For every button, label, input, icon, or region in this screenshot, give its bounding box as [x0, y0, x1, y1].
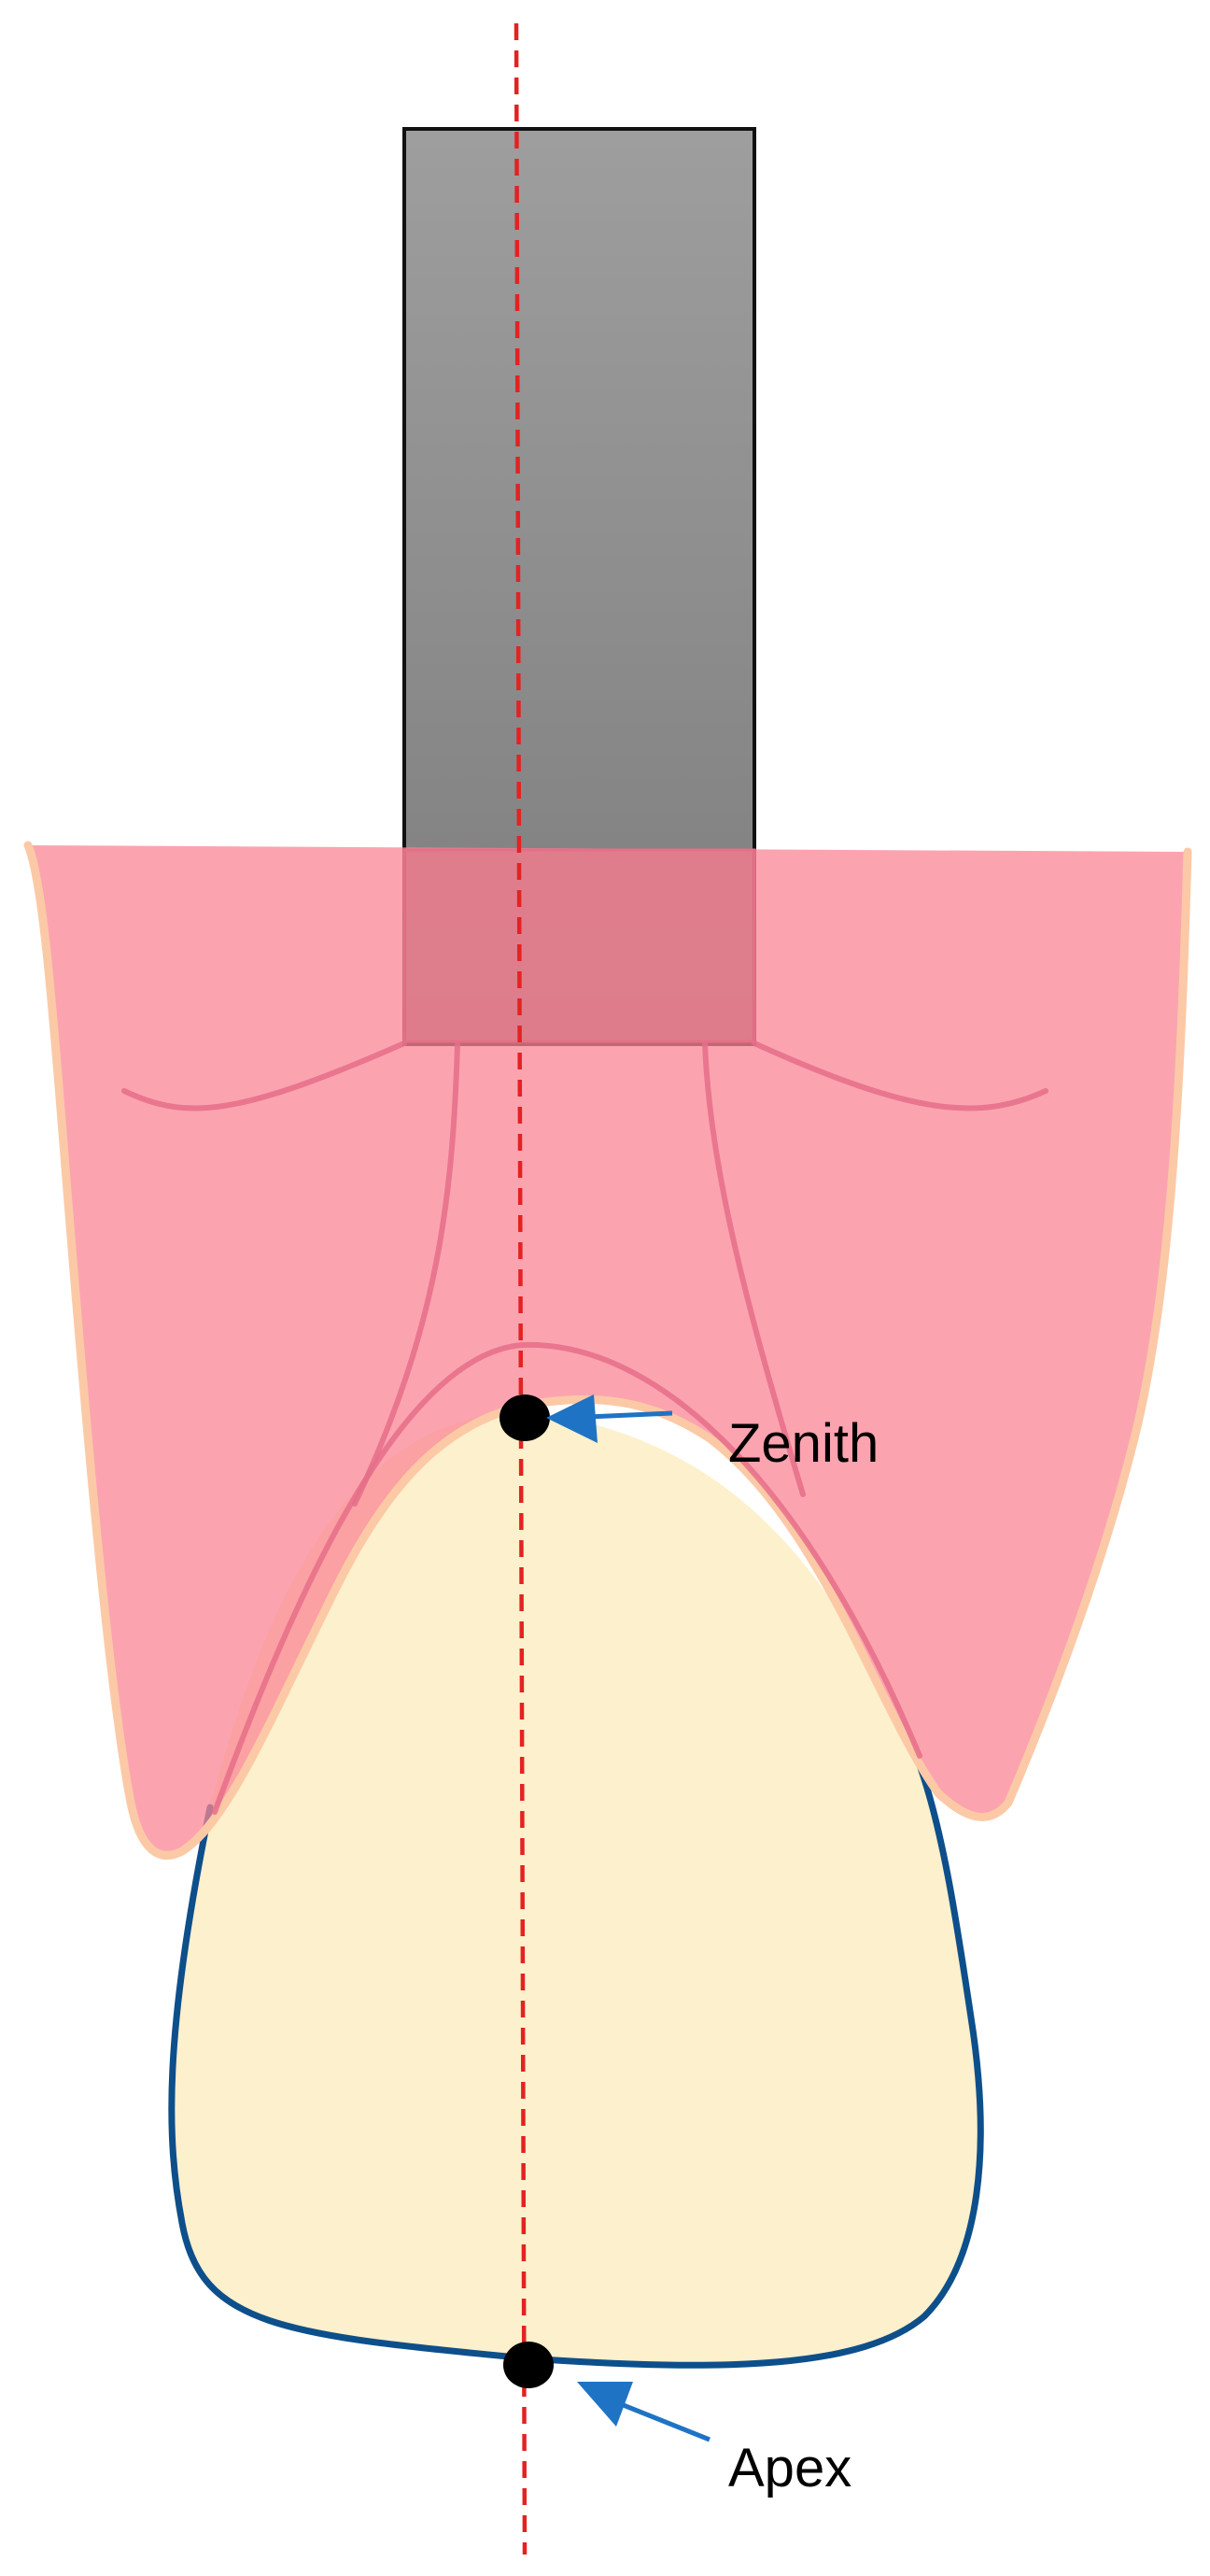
bone-crest-line-left [121, 1040, 407, 1111]
implant-collar [402, 848, 756, 1043]
zenith-point [499, 1394, 550, 1441]
apex-point [503, 2342, 554, 2388]
zenith-arrow-icon [546, 1394, 673, 1443]
crown [171, 1410, 981, 2366]
implant-axis-line [514, 22, 528, 2555]
soft-tissue-lines [121, 1040, 1048, 1815]
bone-crest-line-right [752, 1040, 1048, 1111]
gingival-margin-line [212, 1341, 922, 1815]
zenith-label: Zenith [728, 1413, 879, 1474]
emergence-line-right [702, 1040, 806, 1497]
crown-outline [168, 1762, 984, 2369]
apex-label: Apex [728, 2438, 851, 2498]
emergence-line-left [352, 1040, 460, 1507]
apex-arrow-icon [577, 2382, 711, 2442]
